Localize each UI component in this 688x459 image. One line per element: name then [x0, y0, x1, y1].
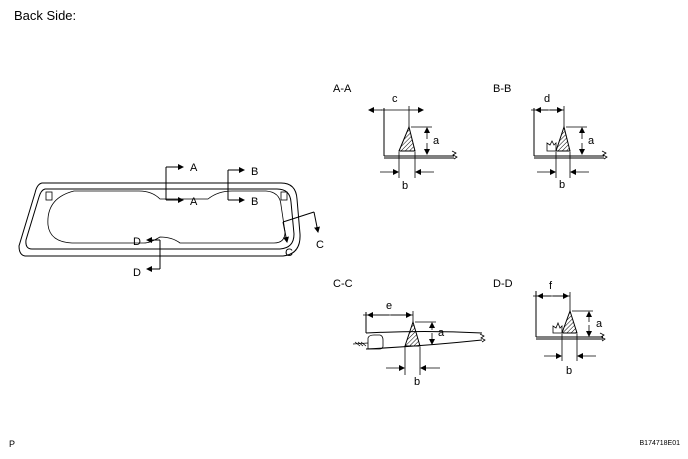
dim-d: d — [544, 93, 550, 105]
section-c-c: C-C e a b — [333, 278, 486, 388]
page-title: Back Side: — [14, 8, 77, 23]
figure-code: B174718E01 — [639, 440, 680, 447]
cut-line-b: B B — [227, 166, 258, 208]
section-b-b-title: B-B — [493, 83, 511, 95]
dim-e: e — [386, 300, 392, 312]
cut-label-d-top: D — [133, 236, 141, 248]
corner-label: P — [9, 439, 16, 449]
dim-f: f — [549, 280, 553, 292]
dim-b: b — [402, 180, 408, 192]
section-c-c-title: C-C — [333, 278, 353, 290]
back-window-glass — [18, 182, 301, 257]
cut-line-c: C C — [282, 211, 324, 259]
cut-label-d-bottom: D — [133, 267, 141, 279]
dim-a: a — [433, 135, 440, 147]
cut-label-a-bottom: A — [190, 196, 198, 208]
cut-label-c-left: C — [285, 247, 293, 259]
dim-a: a — [588, 135, 595, 147]
dim-c: c — [392, 93, 398, 105]
cut-label-c-right: C — [316, 239, 324, 251]
cut-line-d: D D — [133, 236, 161, 279]
cut-label-a-top: A — [190, 162, 198, 174]
cut-label-b-bottom: B — [251, 196, 258, 208]
section-d-d: D-D f a b — [493, 278, 606, 377]
section-d-d-title: D-D — [493, 278, 513, 290]
cut-line-a: A A — [165, 162, 198, 208]
dim-b: b — [566, 365, 572, 377]
section-a-a: A-A c a b — [333, 83, 458, 192]
dim-a: a — [596, 318, 603, 330]
section-b-b: B-B d a b — [493, 83, 608, 191]
section-a-a-title: A-A — [333, 83, 352, 95]
cut-label-b-top: B — [251, 166, 258, 178]
dim-a: a — [438, 327, 445, 339]
dim-b: b — [414, 376, 420, 388]
dim-b: b — [559, 179, 565, 191]
